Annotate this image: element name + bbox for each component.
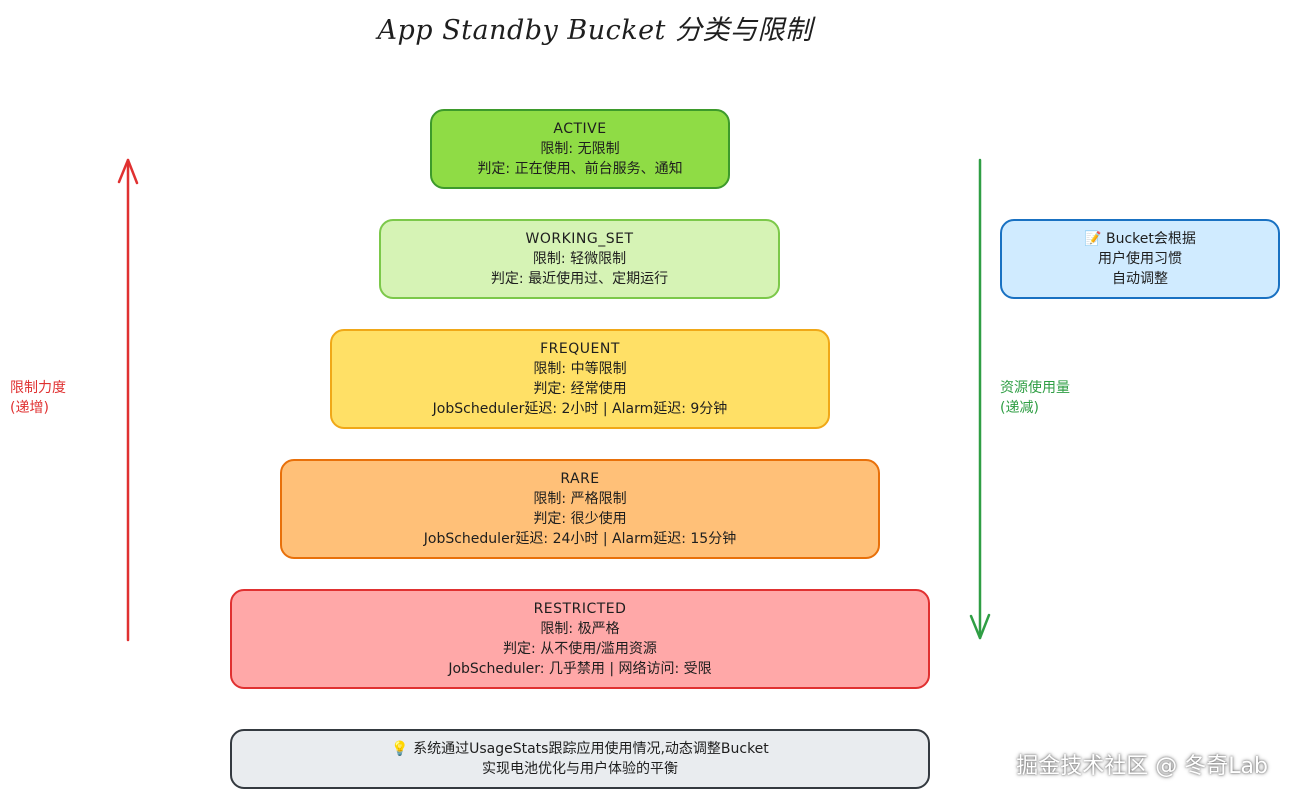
footer-line1: 💡 系统通过UsageStats跟踪应用使用情况,动态调整Bucket [391, 739, 769, 759]
bucket-active: ACTIVE 限制: 无限制 判定: 正在使用、前台服务、通知 [430, 109, 730, 189]
bucket-working-set-limit: 限制: 轻微限制 [532, 251, 627, 267]
left-axis-label-line2: (递增) [10, 400, 49, 416]
bucket-frequent-detail: JobScheduler延迟: 2小时 | Alarm延迟: 9分钟 [432, 401, 728, 417]
bucket-working-set: WORKING_SET 限制: 轻微限制 判定: 最近使用过、定期运行 [379, 219, 780, 299]
bucket-restricted-name: RESTRICTED [533, 601, 627, 617]
footer-line1-text: 系统通过UsageStats跟踪应用使用情况,动态调整Bucket [413, 741, 769, 757]
left-axis-label: 限制力度 (递增) [10, 378, 66, 418]
bucket-frequent-judge: 判定: 经常使用 [533, 381, 627, 397]
bucket-working-set-judge: 判定: 最近使用过、定期运行 [490, 271, 669, 287]
note-line1: 📝 Bucket会根据 [1084, 229, 1196, 249]
lightbulb-icon: 💡 [391, 741, 409, 757]
bucket-rare: RARE 限制: 严格限制 判定: 很少使用 JobScheduler延迟: 2… [280, 459, 880, 559]
right-arrow [969, 158, 991, 640]
bucket-frequent-limit: 限制: 中等限制 [533, 361, 627, 377]
bucket-rare-detail: JobScheduler延迟: 24小时 | Alarm延迟: 15分钟 [423, 531, 737, 547]
note-box: 📝 Bucket会根据 用户使用习惯 自动调整 [1000, 219, 1280, 299]
bucket-frequent: FREQUENT 限制: 中等限制 判定: 经常使用 JobScheduler延… [330, 329, 830, 429]
left-arrow [117, 158, 139, 642]
bucket-restricted: RESTRICTED 限制: 极严格 判定: 从不使用/滥用资源 JobSche… [230, 589, 930, 689]
bucket-restricted-detail: JobScheduler: 几乎禁用 | 网络访问: 受限 [448, 661, 712, 677]
watermark: 掘金技术社区 @ 冬奇Lab [1016, 754, 1268, 779]
bucket-active-name: ACTIVE [553, 121, 607, 137]
bucket-working-set-name: WORKING_SET [525, 231, 634, 247]
note-line1-text: Bucket会根据 [1106, 231, 1196, 247]
bucket-restricted-judge: 判定: 从不使用/滥用资源 [503, 641, 657, 657]
right-axis-label-line2: (递减) [1000, 400, 1039, 416]
bucket-active-limit: 限制: 无限制 [540, 141, 620, 157]
right-axis-label-line1: 资源使用量 [1000, 380, 1070, 396]
bucket-rare-judge: 判定: 很少使用 [533, 511, 627, 527]
diagram-title: App Standby Bucket 分类与限制 [377, 15, 813, 46]
bucket-rare-name: RARE [560, 471, 600, 487]
bucket-restricted-limit: 限制: 极严格 [540, 621, 620, 637]
footer-line2: 实现电池优化与用户体验的平衡 [482, 761, 678, 777]
memo-icon: 📝 [1084, 231, 1102, 247]
bucket-active-judge: 判定: 正在使用、前台服务、通知 [477, 161, 683, 177]
bucket-rare-limit: 限制: 严格限制 [533, 491, 627, 507]
bucket-frequent-name: FREQUENT [540, 341, 620, 357]
footer-box: 💡 系统通过UsageStats跟踪应用使用情况,动态调整Bucket 实现电池… [230, 729, 930, 789]
right-axis-label: 资源使用量 (递减) [1000, 378, 1070, 418]
note-line3: 自动调整 [1112, 271, 1168, 287]
left-axis-label-line1: 限制力度 [10, 380, 66, 396]
note-line2: 用户使用习惯 [1098, 251, 1182, 267]
